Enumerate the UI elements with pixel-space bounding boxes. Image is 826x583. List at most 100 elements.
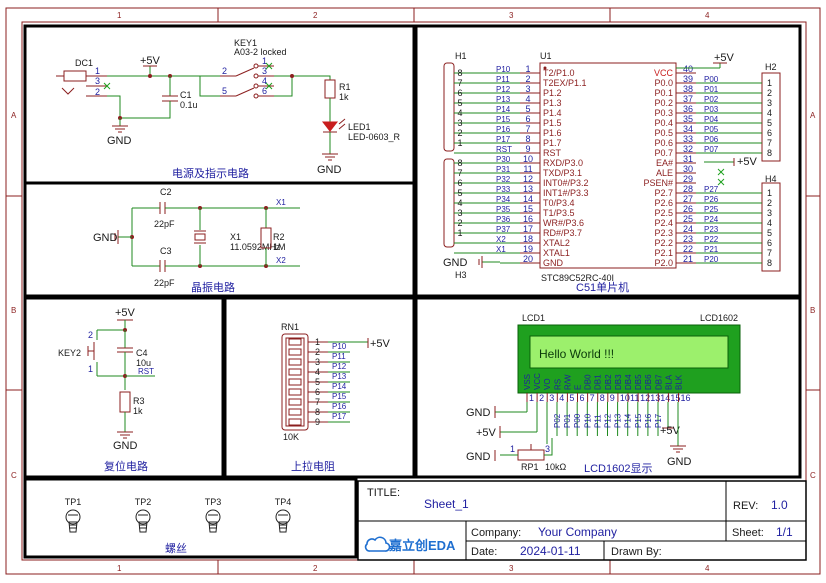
screws-section-title: 螺丝: [165, 542, 187, 555]
header-pin-number: 3: [767, 98, 772, 108]
section-borders: [23, 24, 802, 559]
reset-vcc: +5V: [115, 307, 136, 319]
r3-ref: R3: [133, 396, 145, 406]
lcd-net-label: P17: [654, 413, 663, 428]
rn1-net-label: P12: [332, 362, 347, 371]
u1-pin-name: P2.0: [654, 258, 673, 268]
u1-pin-name: VCC: [654, 68, 674, 78]
u1-left-net-label: P36: [496, 215, 511, 224]
key1-pin-1: 1: [262, 56, 267, 66]
u1-right-net-label: P04: [704, 115, 719, 124]
u1-pin-number: 8: [525, 134, 530, 144]
u1-left-net-label: P37: [496, 225, 511, 234]
u1-pin-name: XTAL2: [543, 238, 570, 248]
u1-left-net-label: P13: [496, 95, 511, 104]
rn1-ref: RN1: [281, 322, 299, 332]
sheet-label: Sheet:: [732, 527, 764, 539]
rn1-pin-number: 7: [315, 397, 320, 407]
header-pin-number: 5: [767, 228, 772, 238]
rn1-resistor: [288, 348, 302, 356]
lcd-gnd-1: GND: [466, 407, 491, 419]
u1-left-net-label: P33: [496, 185, 511, 194]
u1-pin-number: 28: [683, 184, 693, 194]
lcd-pin-number: 13: [650, 393, 660, 403]
c2-value: 22pF: [154, 219, 175, 229]
u1-pin-name: P2.7: [654, 188, 673, 198]
c2-ref: C2: [160, 187, 172, 197]
date-label: Date:: [471, 546, 497, 558]
reset-section-title: 复位电路: [104, 459, 148, 473]
crystal-section: C2 22pF C3 22pF GND X1 11.0592MHz R2: [93, 187, 300, 294]
u1-left-net-label: P31: [496, 165, 511, 174]
u1-pin-number: 15: [523, 204, 533, 214]
lcd-vcc-2: +5V: [660, 425, 681, 437]
lcd-net-label: P15: [634, 413, 643, 428]
pullup-vcc: +5V: [370, 338, 391, 350]
rn1-net-label: P10: [332, 342, 347, 351]
header-pin-number: 2: [457, 128, 462, 138]
lcd-pin-name: VCC: [533, 373, 542, 390]
frame-row-b-left: B: [11, 306, 16, 315]
u1-pin-number: 24: [683, 224, 693, 234]
header-pin-number: 7: [457, 78, 462, 88]
u1-pin-name: P1.3: [543, 98, 562, 108]
screw-thread: [68, 521, 78, 533]
header-pin-number: 2: [767, 88, 772, 98]
u1-pin-name: P0.3: [654, 108, 673, 118]
c3-ref: C3: [160, 246, 172, 256]
header-pin-number: 7: [457, 168, 462, 178]
screw-head-icon: [205, 509, 221, 525]
lcd-gnd-3: GND: [667, 456, 692, 468]
u1-pin-name: WR#/P3.6: [543, 218, 584, 228]
screw-head-icon: [275, 509, 291, 525]
u1-pin-name: P2.2: [654, 238, 673, 248]
header-pin-number: 2: [457, 218, 462, 228]
u1-right-net-label: P24: [704, 215, 719, 224]
u1-pin-name: INT0#/P3.2: [543, 178, 589, 188]
jlc-eda-logo: 嘉立创EDA: [364, 536, 456, 553]
rn1-resistor: [288, 408, 302, 416]
u1-right-net-label: P21: [704, 245, 719, 254]
header-pin-number: 3: [457, 208, 462, 218]
rn1-value: 10K: [283, 432, 299, 442]
u1-pin-number: 22: [683, 244, 693, 254]
lcd-net-label: P12: [604, 413, 613, 428]
dc1-pin-2: 2: [95, 87, 100, 97]
screw-thread: [208, 521, 218, 533]
screw-head-icon: [65, 509, 81, 525]
u1-pin-name: P0.1: [654, 88, 673, 98]
frame-col-4-top: 4: [705, 11, 710, 20]
r2-value: 1M: [273, 242, 286, 252]
u1-pin-number: 20: [523, 254, 533, 264]
u1-pin-name: ALE: [656, 168, 673, 178]
u1-right-net-label: P26: [704, 195, 719, 204]
rn1-pin-number: 4: [315, 367, 320, 377]
lcd-pin-number: 16: [681, 393, 691, 403]
title-block: TITLE: Sheet_1 REV: 1.0 Company: Your Co…: [357, 480, 807, 561]
lcd-net-label: P11: [593, 414, 602, 428]
u1-pin-name: P0.4: [654, 118, 673, 128]
u1-pin-number: 36: [683, 104, 693, 114]
header-pin-number: 3: [767, 208, 772, 218]
screw-ref: TP2: [135, 497, 152, 507]
lcd-pin-number: 6: [580, 393, 585, 403]
rn1-pin-number: 2: [315, 347, 320, 357]
c1-ref: C1: [180, 90, 192, 100]
key1-pin-2: 2: [222, 66, 227, 76]
crystal-net-x1: X1: [276, 198, 286, 207]
u1-pin-name: P0.6: [654, 138, 673, 148]
lcd-pin-name: DB1: [594, 374, 603, 390]
u1-pin-number: 9: [525, 144, 530, 154]
u1-pin-number: 7: [525, 124, 530, 134]
h4-ref: H4: [765, 174, 777, 184]
led1-ref: LED1: [348, 122, 371, 132]
power-gnd-2: GND: [317, 164, 342, 176]
lcd-pin-name: R/W: [563, 374, 572, 390]
u1-left-net-label: P12: [496, 85, 511, 94]
u1-pin-name: TXD/P3.1: [543, 168, 582, 178]
